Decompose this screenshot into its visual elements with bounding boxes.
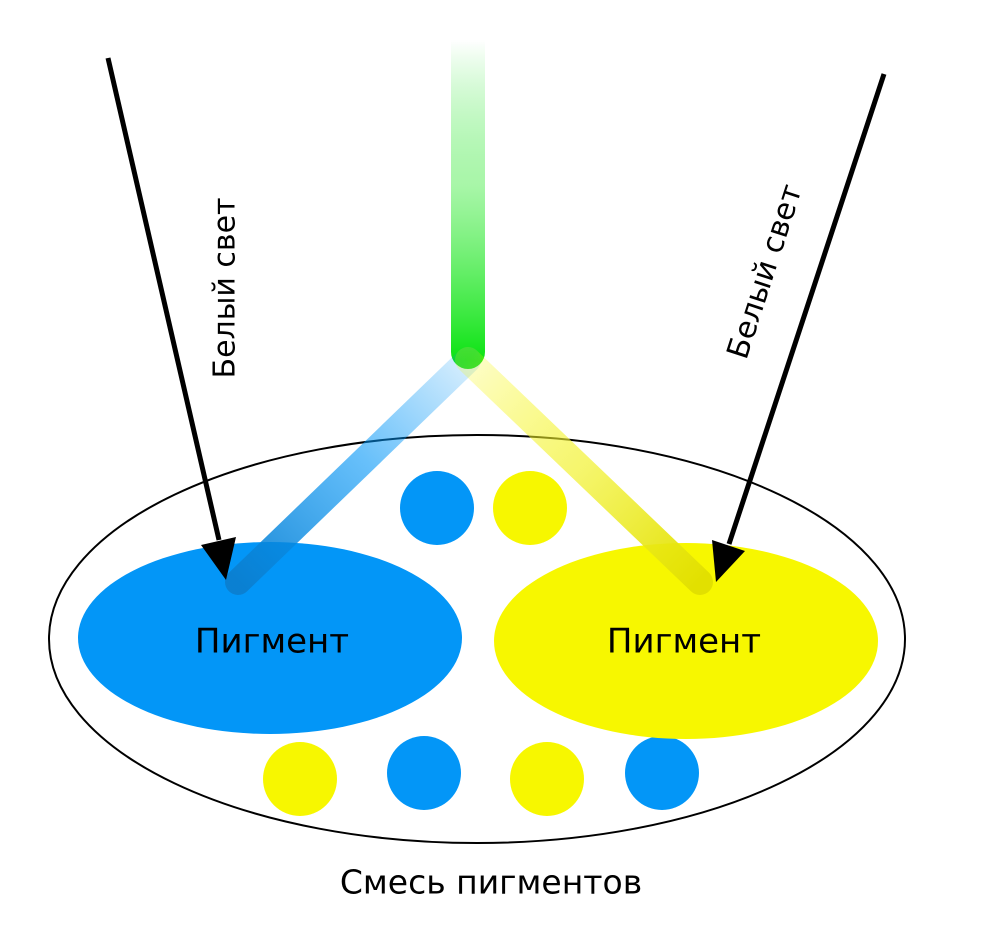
white-light-arrow-right [712,73,887,582]
yellow-pigment-dot [510,742,584,816]
blue-light-beam [225,347,481,595]
white-light-arrow-left [105,57,236,580]
yellow-pigment-dot [263,742,337,816]
yellow-pigment-ellipse [494,543,878,739]
blue-pigment-dot [387,736,461,810]
white-light-label-left: Белый свет [208,197,243,378]
blue-pigment-ellipse [78,542,462,734]
mixture-label: Смесь пигментов [340,863,642,902]
blue-pigment-dot [400,471,474,545]
yellow-pigment-label: Пигмент [607,622,761,662]
yellow-light-beam [455,347,713,595]
blue-pigment-dot [625,736,699,810]
blue-pigment-label: Пигмент [195,622,349,662]
yellow-pigment-dot [493,471,567,545]
mixture-ellipse [48,434,906,844]
